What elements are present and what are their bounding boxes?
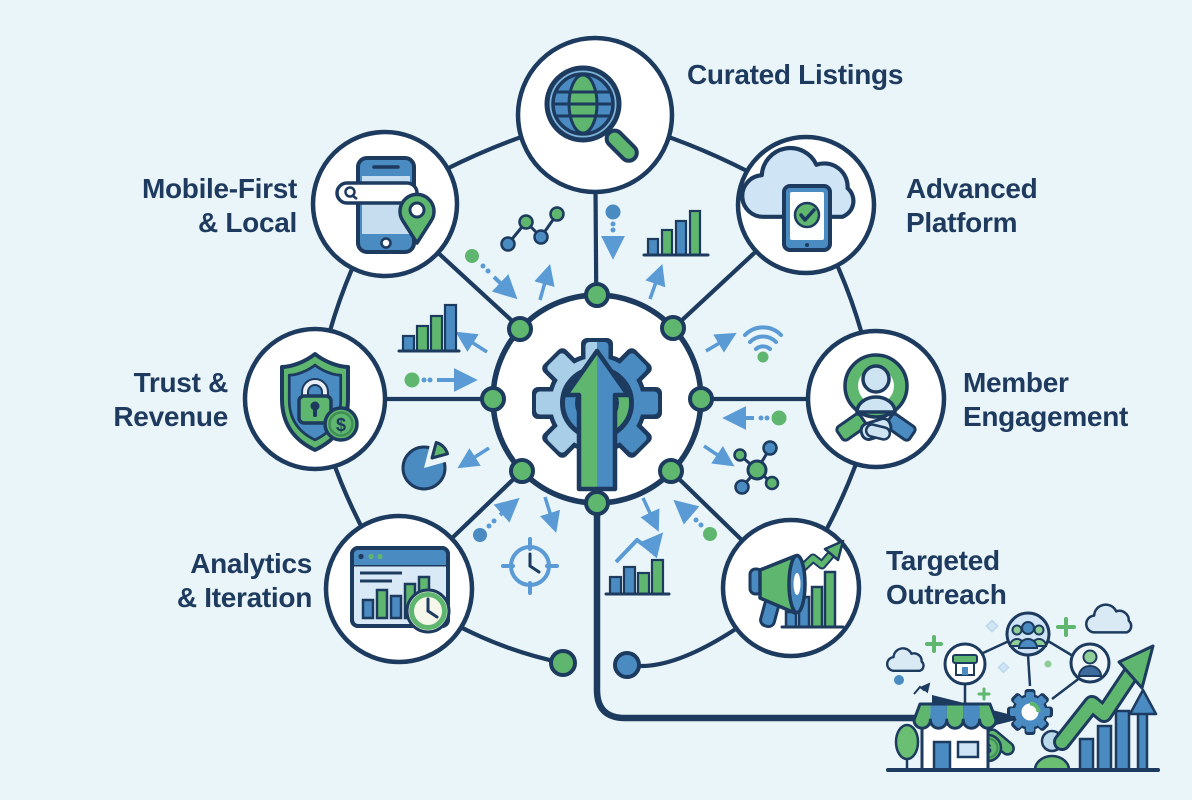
label-targeted-outreach-1: Targeted — [886, 545, 1000, 576]
label-analytics-2: & Iteration — [177, 582, 312, 613]
dashboard-clock-icon — [350, 546, 451, 634]
inflow-bottom-right — [673, 499, 717, 541]
label-trust-revenue-2: Revenue — [113, 401, 228, 432]
label-curated-listings: Curated Listings — [687, 59, 903, 90]
trend-bar-chart-icon — [604, 532, 671, 596]
growth-gear-up-arrow-icon — [532, 338, 662, 492]
network-bubbles — [943, 611, 1111, 705]
shield-lock-coin-icon: $ — [280, 352, 359, 452]
up-arrow-illustration — [1128, 688, 1158, 772]
tree — [894, 723, 920, 770]
ring-end-dot-blue — [613, 651, 641, 679]
person-back — [1033, 754, 1071, 772]
label-mobile-first-2: & Local — [198, 207, 297, 238]
node-labels: Curated Listings Mobile-First & Local Ad… — [113, 59, 1128, 613]
bar-chart-left-icon — [397, 303, 461, 353]
label-advanced-platform-2: Platform — [906, 207, 1017, 238]
search-bar — [335, 181, 419, 205]
people-bubble — [1005, 611, 1051, 657]
phone-search-pin-icon — [335, 156, 436, 254]
storefront — [912, 702, 998, 772]
globe-magnifier-icon — [544, 65, 639, 163]
hub-rim-dots — [480, 282, 714, 516]
label-targeted-outreach-2: Outreach — [886, 579, 1007, 610]
inflow-left — [404, 368, 478, 392]
location-pin-icon — [398, 192, 436, 245]
megaphone-growth-icon — [748, 539, 845, 629]
dollar-glyph: $ — [336, 415, 346, 435]
inflow-top — [601, 204, 625, 260]
outflow-arrows — [455, 263, 737, 534]
coin-icon: $ — [323, 406, 359, 442]
label-advanced-platform-1: Advanced — [906, 173, 1037, 204]
store-bubble — [943, 642, 987, 686]
growth-scene-illustration: $ — [885, 603, 1160, 772]
bar-chart-top-icon — [642, 209, 710, 257]
growth-arrow-icon — [1053, 644, 1155, 751]
label-member-engagement-1: Member — [963, 367, 1069, 398]
cloud-tablet-check-icon — [742, 148, 853, 252]
inflow-bottom-left — [473, 497, 520, 542]
inflow-top-left — [465, 249, 518, 300]
label-mobile-first-1: Mobile-First — [142, 173, 297, 204]
handshake-person-icon — [835, 353, 917, 442]
label-analytics-1: Analytics — [190, 548, 312, 579]
wifi-icon — [743, 325, 783, 363]
ring-end-dot-green — [549, 649, 577, 677]
clock-icon — [405, 588, 451, 634]
person-bubble — [1069, 642, 1111, 684]
node-link-chart-icon — [500, 206, 565, 252]
inflow-right — [722, 406, 787, 430]
dotted-inflow-arrows — [404, 204, 787, 542]
bar-chart-illustration — [1078, 709, 1131, 772]
target-clock-icon — [501, 537, 559, 595]
pie-chart-icon — [401, 437, 456, 491]
label-trust-revenue-1: Trust & — [134, 367, 228, 398]
molecule-network-icon — [733, 440, 780, 495]
label-member-engagement-2: Engagement — [963, 401, 1128, 432]
up-arrow-icon — [563, 348, 631, 492]
